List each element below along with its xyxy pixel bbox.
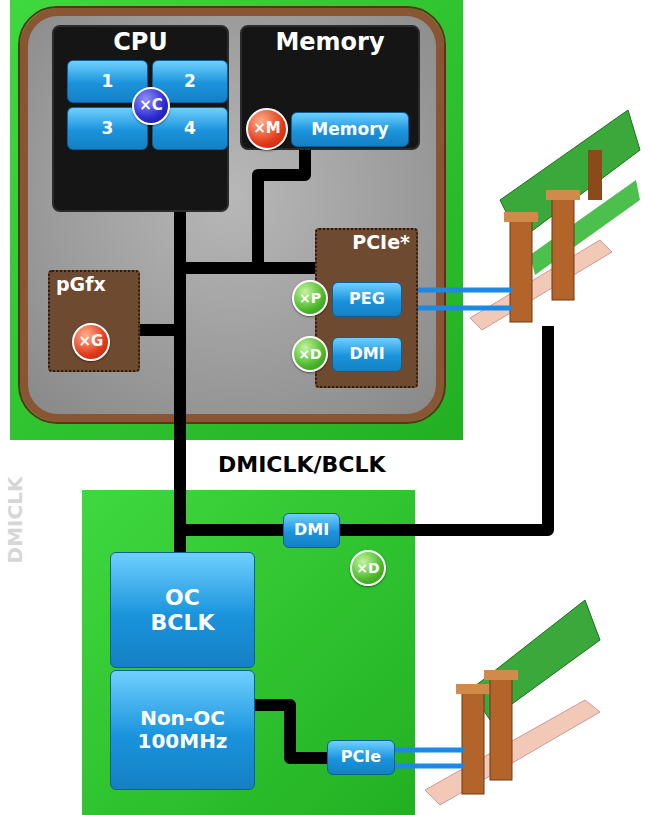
node-text: PCIe (341, 748, 381, 766)
clock-block: OC BCLK (110, 552, 255, 668)
node-text: OC BCLK (143, 585, 223, 636)
dmi-block: DMI (332, 337, 402, 372)
pcie-card (425, 600, 600, 805)
node-text: ×D (298, 346, 321, 362)
bus-line (180, 530, 283, 552)
multiplier-circle: ×C (132, 87, 170, 125)
node-text: CPU (113, 29, 168, 57)
pcie-block: PCIe (327, 740, 395, 775)
pcie-lane (395, 748, 464, 753)
memory-block: Memory (291, 112, 409, 147)
node-text: ×G (79, 333, 104, 350)
pch-board (82, 490, 415, 815)
bus-line (255, 705, 327, 758)
multiplier-circle: ×D (350, 550, 386, 586)
multiplier-circle: ×P (292, 280, 328, 316)
bus-line (140, 330, 180, 552)
bus-line (180, 268, 315, 552)
node-text: Memory (275, 29, 384, 57)
memory-box: Memory ×M Memory (240, 25, 420, 150)
multiplier-circle: ×D (292, 336, 328, 372)
dmi-block: DMI (283, 513, 340, 548)
node-text: Non-OC 100MHz (133, 707, 233, 753)
node-text: ×M (253, 120, 281, 137)
clock-label: DMICLK/BCLK (218, 452, 386, 477)
node-text: PEG (349, 290, 385, 308)
node-text: PCIe* (352, 232, 410, 254)
node-text: 1 (102, 72, 114, 92)
node-text: ×D (356, 560, 379, 576)
node-text: DMI (349, 345, 384, 363)
die-frame (24, 12, 440, 418)
clock-block: Non-OC 100MHz (110, 670, 255, 790)
die-frame-outline (19, 7, 445, 423)
multiplier-circle: ×G (72, 323, 110, 361)
pcie-lane (395, 764, 464, 769)
peg-card (470, 110, 640, 330)
multiplier-circle: ×M (246, 108, 288, 150)
peg-block: PEG (332, 282, 402, 317)
pgfx-group: pGfx ×G (48, 270, 140, 372)
node-text: 2 (184, 72, 196, 92)
node-text: 3 (102, 119, 114, 139)
node-text: pGfx (56, 274, 106, 296)
dmi-wire (340, 326, 548, 530)
cpu-package (10, 0, 463, 440)
node-text: 4 (184, 119, 196, 139)
watermark: DMICLK (3, 465, 27, 575)
node-text: DMI (294, 521, 329, 539)
node-text: ×P (299, 290, 321, 306)
node-text: ×C (139, 97, 163, 114)
node-text: Memory (311, 120, 388, 140)
pcie-group: PCIe*×PPEG×DDMI (315, 228, 418, 388)
cpu-box: CPU 1 2 3 4 ×C (52, 25, 229, 212)
